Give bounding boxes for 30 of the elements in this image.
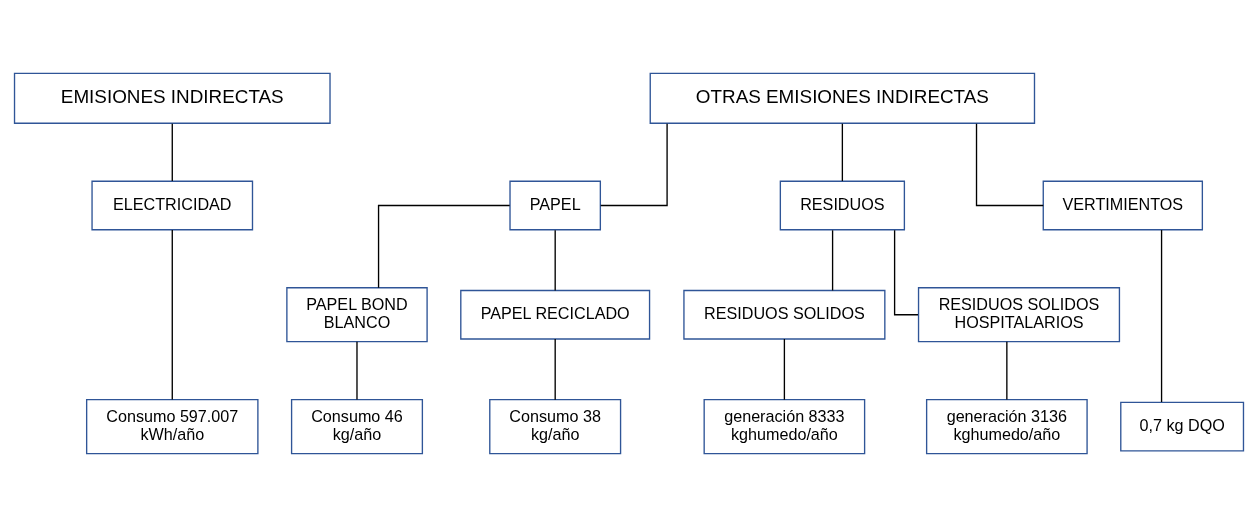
connector — [171, 123, 173, 182]
connector — [356, 341, 358, 401]
node-box: PAPEL BOND BLANCO — [286, 287, 428, 343]
connector — [841, 123, 844, 182]
node-box: 0,7 kg DQO — [1120, 401, 1245, 452]
connector — [893, 229, 919, 316]
node-box: OTRAS EMISIONES INDIRECTAS — [649, 72, 1036, 124]
node-box: EMISIONES INDIRECTAS — [13, 72, 331, 124]
node-box: PAPEL RECICLADO — [460, 289, 651, 340]
connector — [377, 204, 511, 289]
connector — [831, 229, 834, 292]
connector — [1160, 229, 1163, 403]
node-box: ELECTRICIDAD — [91, 180, 254, 231]
node-box: generación 3136 kghumedo/año — [925, 399, 1088, 455]
node-box: Consumo 46 kg/año — [290, 399, 424, 455]
connector — [171, 229, 173, 401]
node-box: Consumo 38 kg/año — [489, 399, 622, 455]
connector — [1006, 341, 1008, 401]
connector — [975, 123, 1044, 207]
connector — [554, 229, 556, 292]
node-box: RESIDUOS SOLIDOS — [683, 289, 886, 340]
connector — [783, 338, 786, 401]
node-box: PAPEL — [509, 180, 602, 231]
node-box: Consumo 597.007 kWh/año — [86, 399, 259, 455]
node-box: RESIDUOS — [779, 180, 906, 231]
node-box: VERTIMIENTOS — [1042, 180, 1204, 231]
node-box: RESIDUOS SOLIDOS HOSPITALARIOS — [917, 287, 1121, 343]
connector — [600, 123, 668, 207]
connector — [554, 338, 556, 401]
node-box: generación 8333 kghumedo/año — [703, 399, 866, 455]
